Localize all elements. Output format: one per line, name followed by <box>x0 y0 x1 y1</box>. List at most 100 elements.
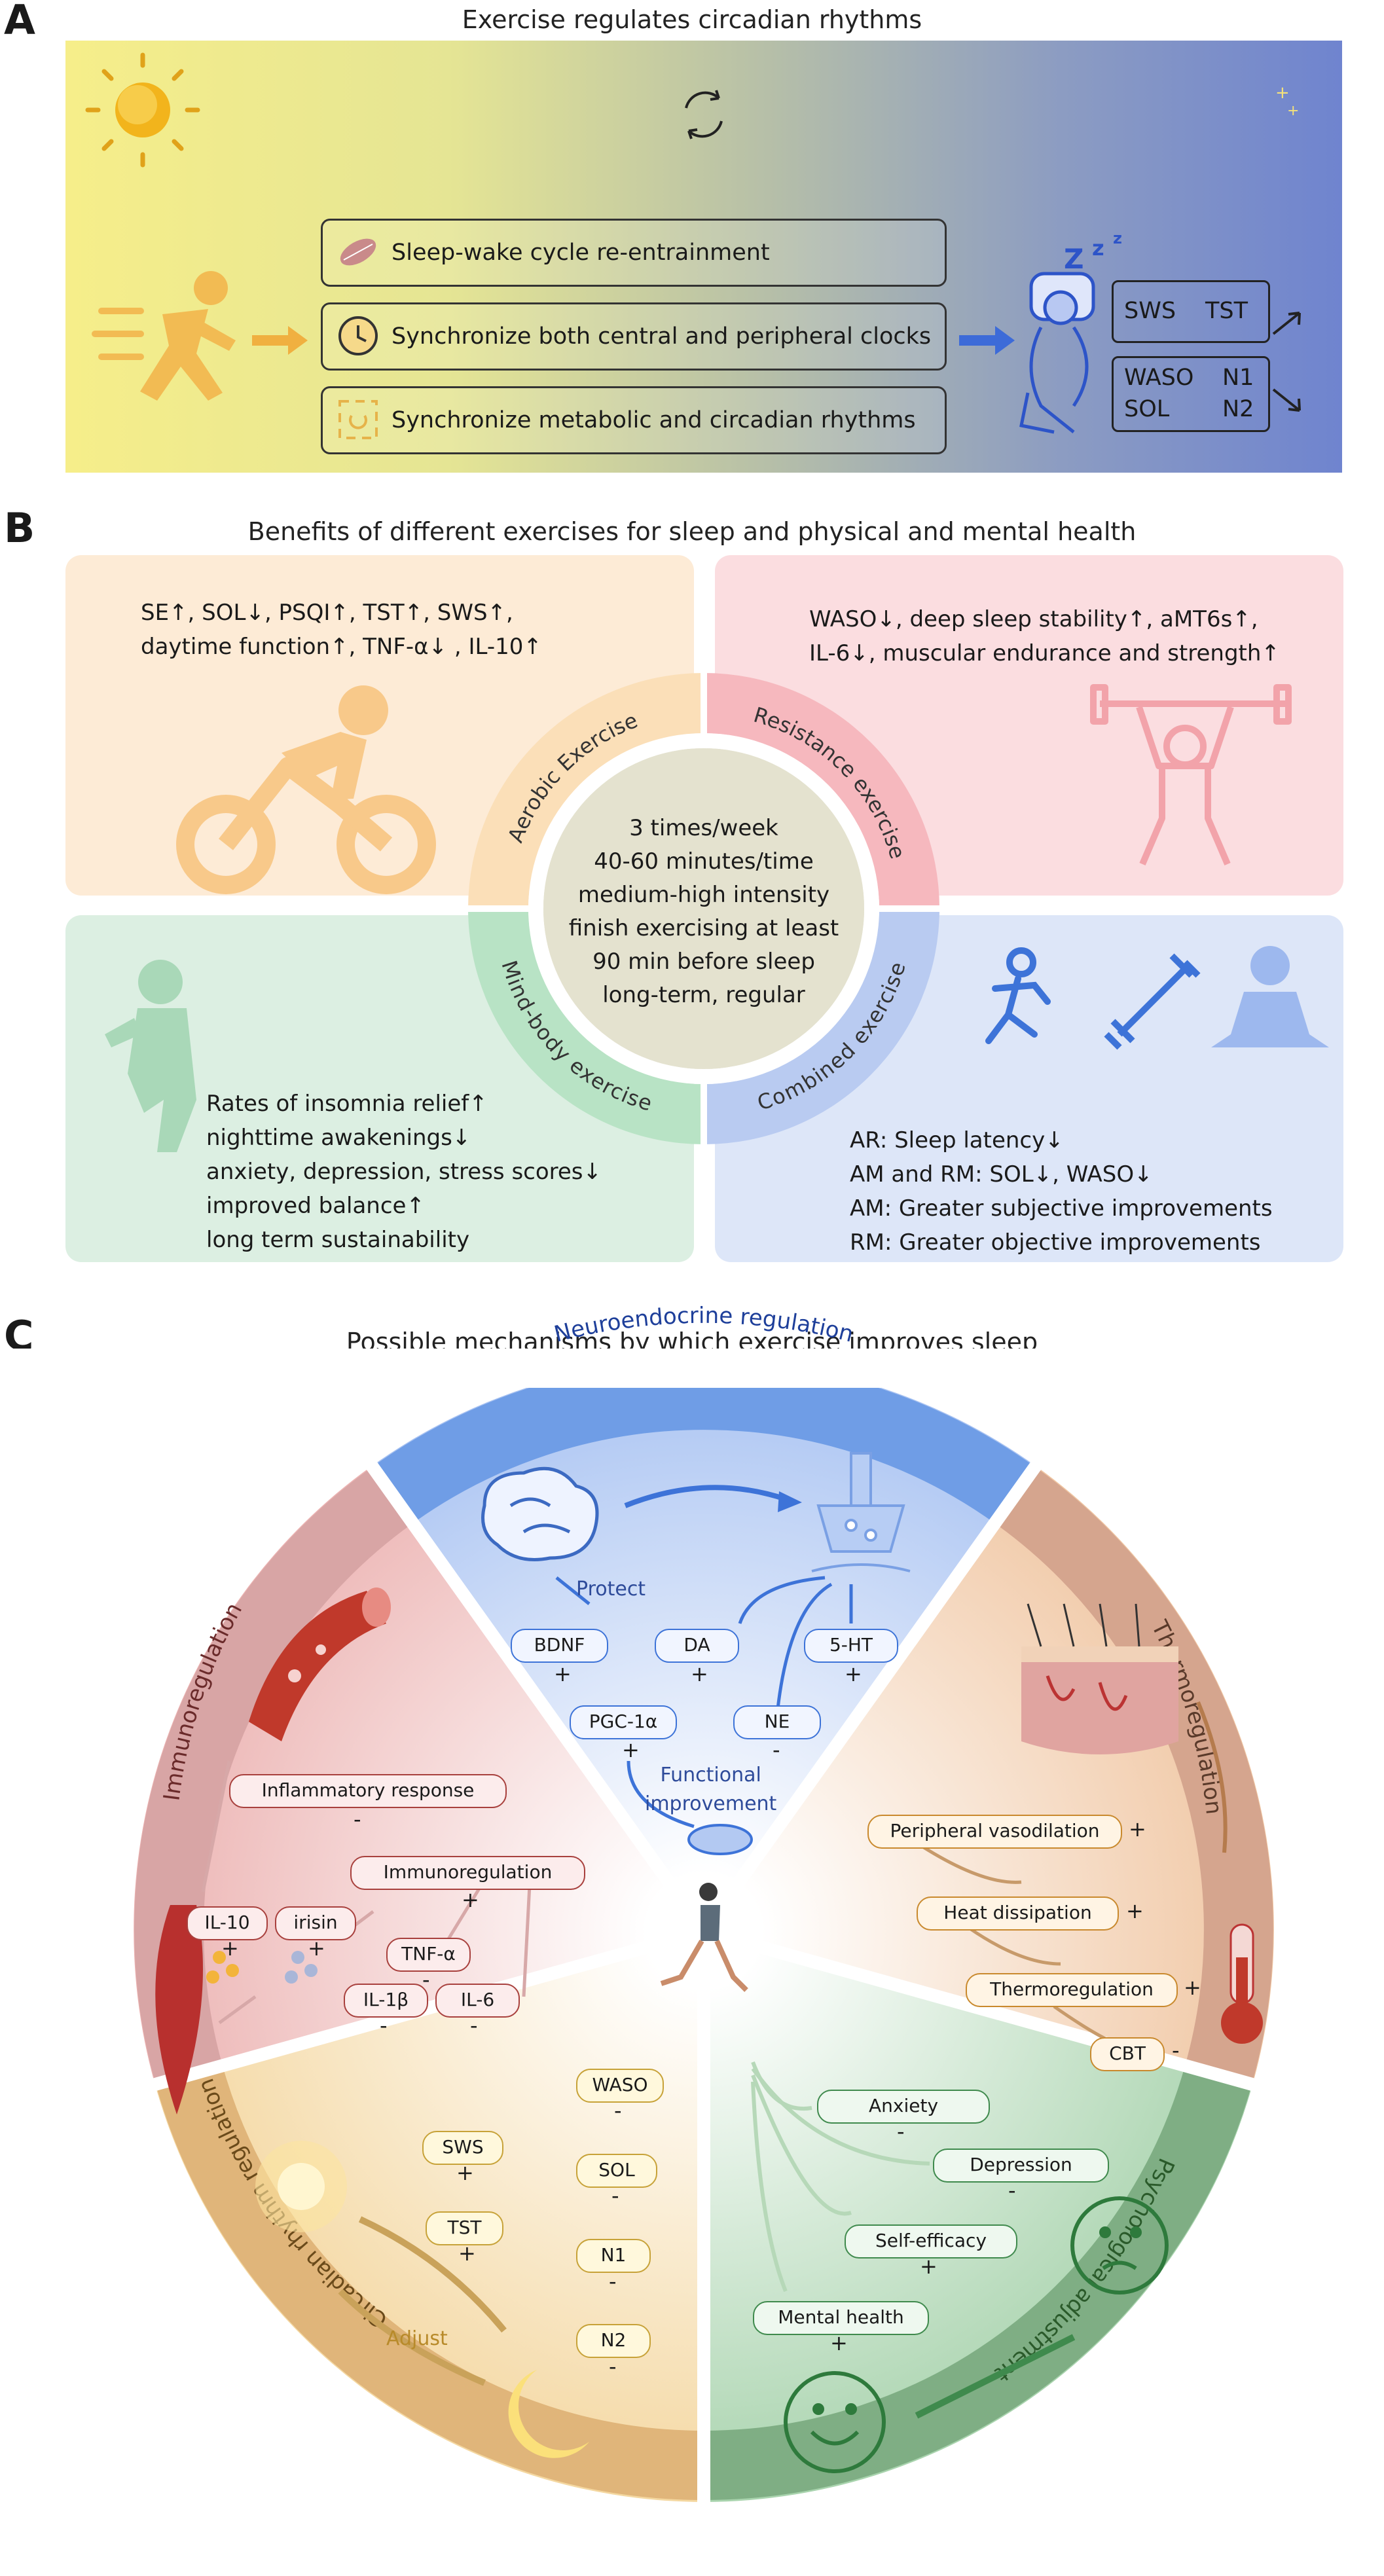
box-central-peripheral: Synchronize both central and peripheral … <box>321 302 947 371</box>
il1b-sign: - <box>380 2013 388 2038</box>
output-box-decrease: WASO N1 SOL N2 <box>1112 356 1270 432</box>
box-metabolic: Synchronize metabolic and circadian rhyt… <box>321 386 947 454</box>
skin-icon <box>1021 1603 1178 1754</box>
blood-vessel-icon <box>249 1587 391 1741</box>
mental-health-pill: Mental health <box>753 2301 929 2335</box>
thermoregulation-pill: Thermoregulation <box>966 1973 1178 2007</box>
il1b-pill: IL-1β <box>344 1984 428 2018</box>
self-efficacy-pill: Self-efficacy <box>845 2224 1017 2259</box>
panel-a-letter: A <box>4 0 35 44</box>
panel-b-letter: B <box>4 504 35 552</box>
protect-label: Protect <box>576 1578 646 1601</box>
center-recommendations: 3 times/week 40-60 minutes/time medium-h… <box>543 812 864 1012</box>
ht-sign: + <box>845 1661 862 1686</box>
ne-sign: - <box>773 1737 780 1762</box>
inflammatory-pill: Inflammatory response <box>229 1774 507 1808</box>
anxiety-pill: Anxiety <box>817 2090 990 2124</box>
bdnf-pill: BDNF <box>511 1629 608 1663</box>
n2-sign: - <box>609 2354 617 2379</box>
taichi-figure-icon <box>105 960 196 1152</box>
pgc-pill: PGC-1α <box>570 1705 677 1739</box>
sws-sign: + <box>456 2160 474 2185</box>
adjust-arrows <box>338 2216 507 2386</box>
cyclist-icon <box>176 757 436 894</box>
panel-b-title: Benefits of different exercises for slee… <box>247 517 1137 546</box>
neuro-label: Neuroendocrine regulation <box>551 1303 856 1348</box>
combined-benefits: AR: Sleep latency↓ AM and RM: SOL↓, WASO… <box>850 1123 1273 1260</box>
mindbody-line-2: nighttime awakenings↓ <box>206 1125 471 1151</box>
mindbody-line-1: Rates of insomnia relief↑ <box>206 1091 488 1117</box>
svg-text:Z: Z <box>1064 243 1084 275</box>
depression-sign: - <box>1008 2178 1016 2203</box>
mindbody-line-4: improved balance↑ <box>206 1193 425 1219</box>
combined-line-1: AR: Sleep latency↓ <box>850 1127 1064 1153</box>
vasodilation-sign: + <box>1129 1817 1146 1841</box>
improvement-text: improvement <box>645 1792 777 1815</box>
clock-icon <box>338 316 378 355</box>
tnf-pill: TNF-α <box>386 1938 471 1972</box>
anxiety-sign: - <box>897 2119 905 2144</box>
da-pill: DA <box>655 1629 739 1663</box>
thermometer-icon <box>1221 1923 1263 2044</box>
combined-line-3: AM: Greater subjective improvements <box>850 1195 1273 1222</box>
functional-improvement: Functional improvement <box>645 1761 776 1819</box>
weightlifter-icon <box>1090 684 1292 865</box>
output-sol: SOL <box>1124 396 1170 422</box>
center-line-2: 40-60 minutes/time <box>594 848 814 875</box>
il10-sign: + <box>221 1936 239 1961</box>
cyclist-body-icon <box>282 685 388 800</box>
self-efficacy-sign: + <box>920 2254 938 2279</box>
depression-pill: Depression <box>933 2149 1109 2183</box>
irisin-icon <box>285 1951 318 1984</box>
n1-pill: N1 <box>576 2239 651 2273</box>
center-line-5: 90 min before sleep <box>592 949 815 975</box>
aerobic-benefits: SE↑, SOL↓, PSQI↑, TST↑, SWS↑, daytime fu… <box>141 596 542 664</box>
thermo-arrow-icon <box>1196 1701 1228 1853</box>
box-central-peripheral-text: Synchronize both central and peripheral … <box>392 323 932 350</box>
irisin-pill: irisin <box>275 1906 356 1940</box>
sun-icon <box>85 52 200 168</box>
muscle-tissue-icon <box>155 1905 203 2114</box>
combined-line-2: AM and RM: SOL↓, WASO↓ <box>850 1161 1153 1188</box>
moon-icon: + + <box>1233 77 1299 149</box>
svg-text:z: z <box>1092 236 1104 261</box>
il6-sign: - <box>470 2013 478 2038</box>
sun-glow-icon <box>255 2141 347 2232</box>
center-line-6: long-term, regular <box>602 982 805 1008</box>
tnf-sign: - <box>422 1967 430 1992</box>
waso-sign: - <box>614 2098 622 2123</box>
n2-pill: N2 <box>576 2324 651 2358</box>
immunoregulation-sign: + <box>462 1887 479 1912</box>
n1-sign: - <box>609 2269 617 2294</box>
mental-health-sign: + <box>830 2331 848 2355</box>
mitochondrion-icon <box>687 1824 753 1855</box>
output-sws: SWS <box>1124 298 1176 324</box>
output-box-increase: SWS TST <box>1112 280 1270 343</box>
sol-sign: - <box>611 2183 619 2208</box>
svg-text:+: + <box>1287 103 1299 119</box>
brain-icon <box>481 1466 599 1561</box>
cytokine-icon <box>206 1951 239 1984</box>
sws-pill: SWS <box>422 2131 503 2165</box>
combined-line-4: RM: Greater objective improvements <box>850 1229 1261 1256</box>
meditation-icon <box>1211 946 1329 1047</box>
output-waso: WASO <box>1124 365 1194 391</box>
heat-dissipation-pill: Heat dissipation <box>917 1896 1119 1931</box>
psych-arrow-icon <box>915 2334 1076 2419</box>
waso-pill: WASO <box>576 2069 664 2103</box>
resistance-line-2: IL-6↓, muscular endurance and strength↑ <box>809 640 1280 666</box>
bdnf-sign: + <box>554 1661 572 1686</box>
panel-a-graphics: + + Z z z <box>85 52 1301 434</box>
thermoregulation-sign: + <box>1184 1975 1201 2000</box>
tst-pill: TST <box>426 2211 503 2245</box>
vasodilation-pill: Peripheral vasodilation <box>867 1815 1122 1849</box>
center-line-3: medium-high intensity <box>577 882 830 908</box>
arrow-from-boxes-icon <box>959 326 1015 355</box>
dumbbell-icon <box>1104 953 1201 1050</box>
center-line-1: 3 times/week <box>629 815 778 841</box>
brain-arrow-icon <box>624 1485 787 1508</box>
sad-face-icon <box>1070 2196 1169 2295</box>
functional-text: Functional <box>660 1764 761 1787</box>
il6-pill: IL-6 <box>435 1984 520 2018</box>
